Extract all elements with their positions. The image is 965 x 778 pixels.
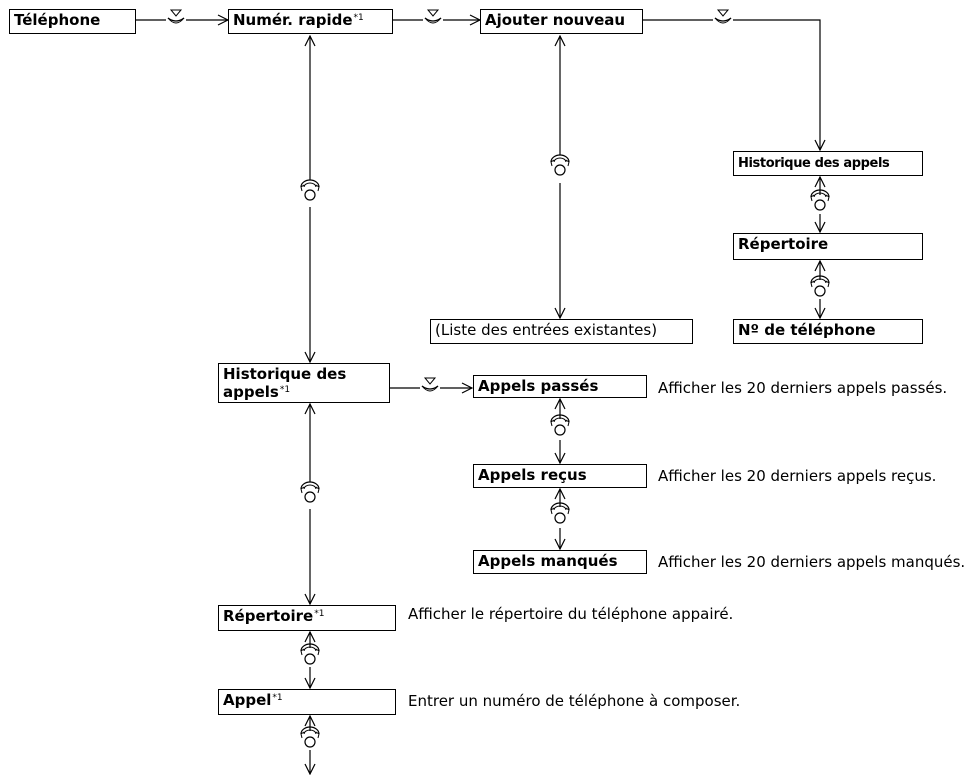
rotate-icon xyxy=(550,414,570,436)
desc-appels-recus: Afficher les 20 derniers appels reçus. xyxy=(658,467,937,485)
node-appel: Appel*1 xyxy=(218,689,396,715)
rotate-icon xyxy=(300,726,320,748)
desc-appels-manques: Afficher les 20 derniers appels manqués. xyxy=(658,553,965,571)
footnote-mark: *1 xyxy=(279,385,291,395)
node-appels-passes: Appels passés xyxy=(473,375,647,398)
node-no-telephone: Nº de téléphone xyxy=(733,319,923,344)
menu-flow-diagram: Téléphone Numér. rapide*1 Ajouter nouvea… xyxy=(9,9,965,778)
desc-appel: Entrer un numéro de téléphone à composer… xyxy=(408,692,741,710)
node-telephone: Téléphone xyxy=(9,9,136,34)
rotate-icon xyxy=(300,643,320,665)
desc-repertoire: Afficher le répertoire du téléphone appa… xyxy=(408,605,734,623)
node-appels-manques: Appels manqués xyxy=(473,550,647,574)
node-liste-entrees: (Liste des entrées existantes) xyxy=(430,319,693,344)
link-ajouter-to-right-branch xyxy=(643,19,820,150)
node-repertoire-right: Répertoire xyxy=(733,233,923,260)
node-ajouter-nouveau: Ajouter nouveau xyxy=(480,9,643,34)
push-icon xyxy=(714,9,732,24)
node-numer-rapide: Numér. rapide*1 xyxy=(228,9,393,34)
push-icon xyxy=(424,9,442,24)
footnote-mark: *1 xyxy=(272,693,283,703)
node-repertoire: Répertoire*1 xyxy=(218,605,396,631)
rotate-icon xyxy=(810,275,830,297)
desc-appels-passes: Afficher les 20 derniers appels passés. xyxy=(658,379,948,397)
footnote-mark: *1 xyxy=(314,609,325,619)
rotate-icon xyxy=(550,502,570,524)
push-icon xyxy=(167,9,185,24)
node-historique-appels-right: Historique des appels xyxy=(733,151,923,176)
rotate-icon xyxy=(300,179,320,201)
rotate-icon xyxy=(300,481,320,503)
node-historique-appels: Historique des appels*1 xyxy=(218,363,390,403)
push-icon xyxy=(421,377,439,392)
footnote-mark: *1 xyxy=(353,13,364,23)
connector-lines xyxy=(136,9,830,778)
node-appels-recus: Appels reçus xyxy=(473,464,647,488)
rotate-icon xyxy=(550,154,570,176)
rotate-icon xyxy=(810,189,830,211)
